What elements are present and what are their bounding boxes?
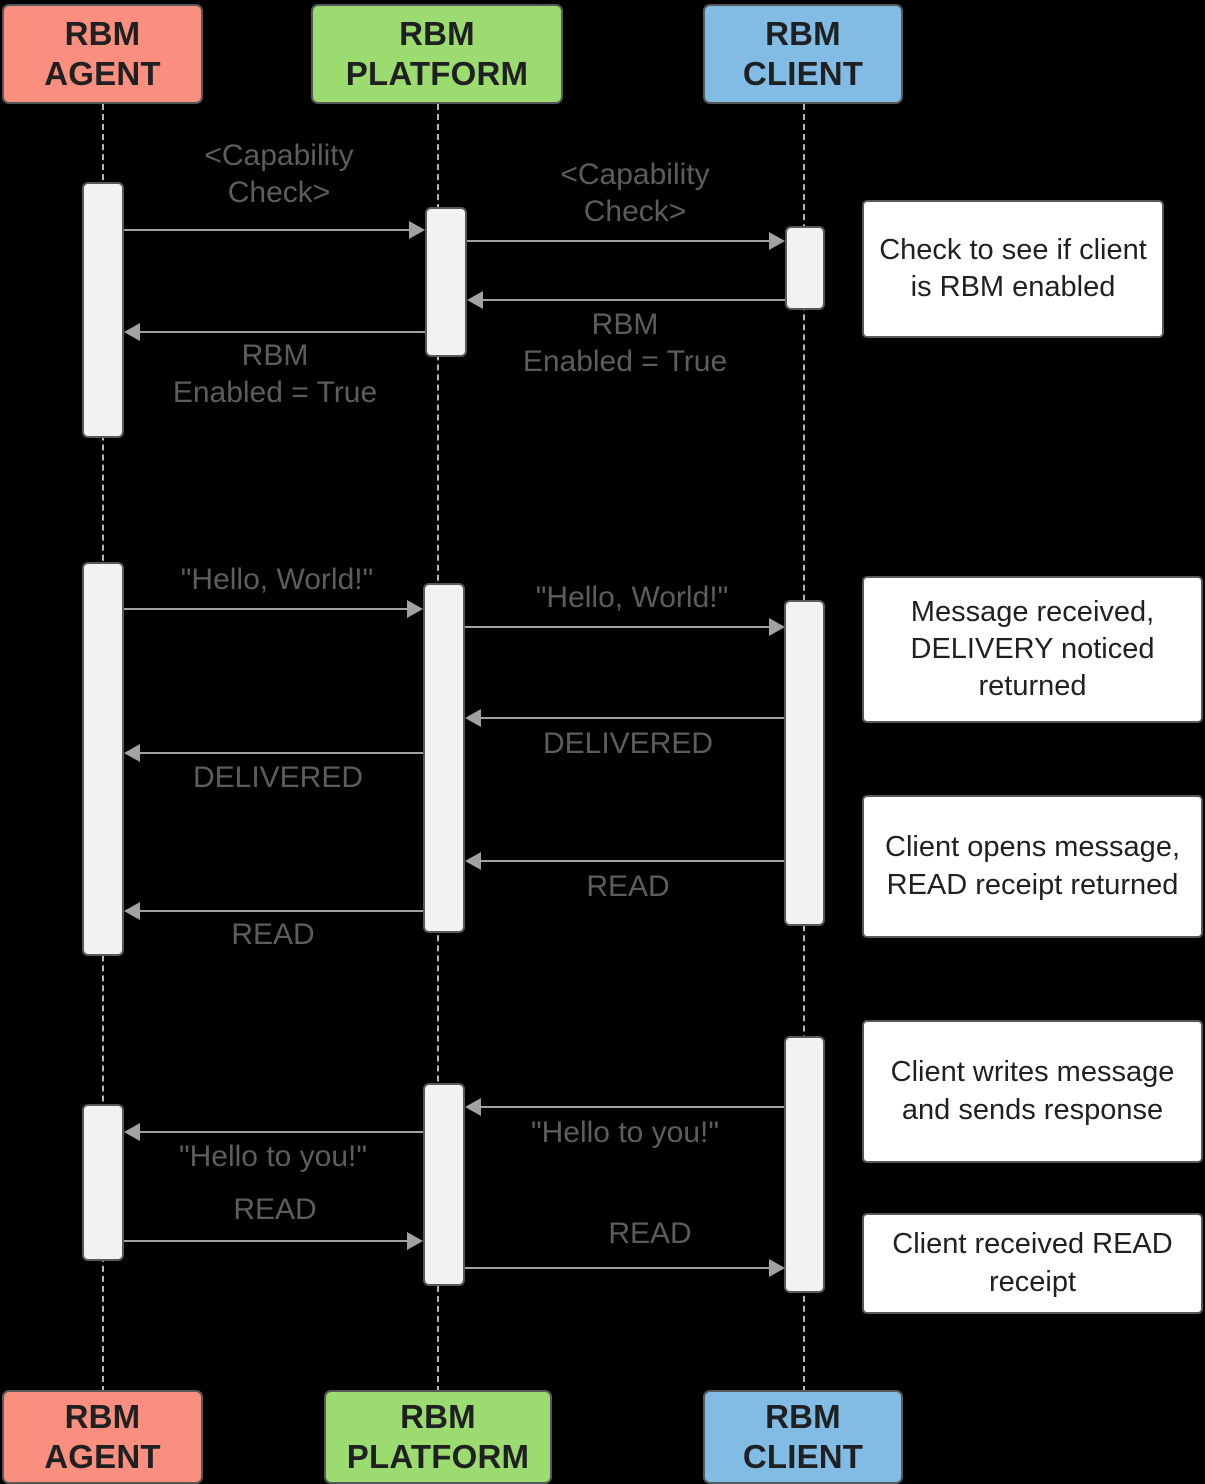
message-line-m12 (128, 1131, 423, 1133)
message-label-m4: RBM Enabled = True (172, 339, 378, 409)
message-arrowhead-m10 (124, 902, 140, 920)
activation-client-1[interactable] (785, 226, 825, 310)
activation-agent-2[interactable] (82, 562, 124, 956)
message-arrowhead-m4 (124, 323, 140, 341)
message-label-m6: "Hello, World!" (535, 581, 729, 614)
message-line-m5 (124, 608, 419, 610)
message-label-m13: READ (233, 1193, 317, 1226)
message-line-m3 (471, 299, 785, 301)
message-arrowhead-m7 (465, 709, 481, 727)
actor-footer-agent[interactable]: RBM AGENT (2, 1390, 203, 1484)
actor-header-client[interactable]: RBM CLIENT (703, 4, 903, 104)
message-arrowhead-m8 (124, 744, 140, 762)
message-label-m1: <Capability Check> (204, 139, 354, 209)
actor-footer-platform-line2: PLATFORM (346, 1438, 530, 1475)
actor-footer-client-line1: RBM (765, 1397, 841, 1435)
message-line-m6 (465, 626, 782, 628)
message-line-m8 (128, 752, 423, 754)
actor-header-platform[interactable]: RBM PLATFORM (311, 4, 563, 104)
message-arrowhead-m14 (769, 1259, 785, 1277)
message-label-m2: <Capability Check> (560, 158, 710, 228)
activation-platform-3[interactable] (423, 1083, 465, 1286)
activation-platform-1[interactable] (425, 207, 467, 357)
message-line-m11 (469, 1106, 784, 1108)
actor-footer-platform[interactable]: RBM PLATFORM (324, 1390, 552, 1484)
message-line-m2 (467, 240, 783, 242)
message-arrowhead-m11 (465, 1098, 481, 1116)
message-label-m7: DELIVERED (542, 727, 714, 760)
activation-agent-1[interactable] (82, 182, 124, 438)
activation-client-3[interactable] (784, 1036, 825, 1293)
note-message-received: Message received, DELIVERY noticed retur… (862, 576, 1203, 723)
actor-footer-agent-line1: RBM (64, 1397, 141, 1435)
activation-client-2[interactable] (784, 600, 825, 926)
activation-platform-2[interactable] (423, 583, 465, 933)
actor-header-platform-line2: PLATFORM (345, 55, 529, 92)
message-label-m8: DELIVERED (192, 761, 364, 794)
actor-header-platform-line1: RBM (399, 14, 475, 52)
actor-header-agent-line1: RBM (64, 14, 141, 52)
message-line-m4 (128, 331, 425, 333)
message-arrowhead-m5 (407, 600, 423, 618)
message-line-m1 (124, 229, 421, 231)
message-label-m11: "Hello to you!" (530, 1116, 720, 1149)
message-line-m9 (469, 860, 784, 862)
message-label-m14: READ (608, 1217, 692, 1250)
actor-footer-agent-line2: AGENT (44, 1438, 161, 1475)
note-client-writes-message: Client writes message and sends response (862, 1020, 1203, 1163)
message-arrowhead-m1 (409, 221, 425, 239)
actor-footer-client[interactable]: RBM CLIENT (703, 1390, 903, 1484)
actor-header-agent[interactable]: RBM AGENT (2, 4, 203, 104)
note-capability-check: Check to see if client is RBM enabled (862, 200, 1164, 338)
message-line-m7 (469, 717, 784, 719)
message-label-m5: "Hello, World!" (180, 563, 374, 596)
actor-footer-client-line2: CLIENT (742, 1438, 864, 1475)
actor-footer-platform-line1: RBM (400, 1397, 476, 1435)
message-arrowhead-m9 (465, 852, 481, 870)
message-line-m14 (465, 1267, 782, 1269)
actor-header-client-line1: RBM (765, 14, 841, 52)
message-label-m12: "Hello to you!" (178, 1140, 368, 1173)
message-label-m9: READ (586, 870, 670, 903)
message-arrowhead-m2 (769, 232, 785, 250)
message-line-m13 (124, 1240, 419, 1242)
message-label-m3: RBM Enabled = True (522, 308, 728, 378)
message-arrowhead-m12 (124, 1123, 140, 1141)
message-arrowhead-m13 (407, 1232, 423, 1250)
note-client-opens-message: Client opens message, READ receipt retur… (862, 795, 1203, 938)
note-client-received-read: Client received READ receipt (862, 1213, 1203, 1314)
message-line-m10 (128, 910, 423, 912)
actor-header-agent-line2: AGENT (44, 55, 161, 92)
message-arrowhead-m6 (769, 618, 785, 636)
message-arrowhead-m3 (467, 291, 483, 309)
activation-agent-3[interactable] (82, 1104, 124, 1261)
message-label-m10: READ (231, 918, 315, 951)
actor-header-client-line2: CLIENT (742, 55, 864, 92)
